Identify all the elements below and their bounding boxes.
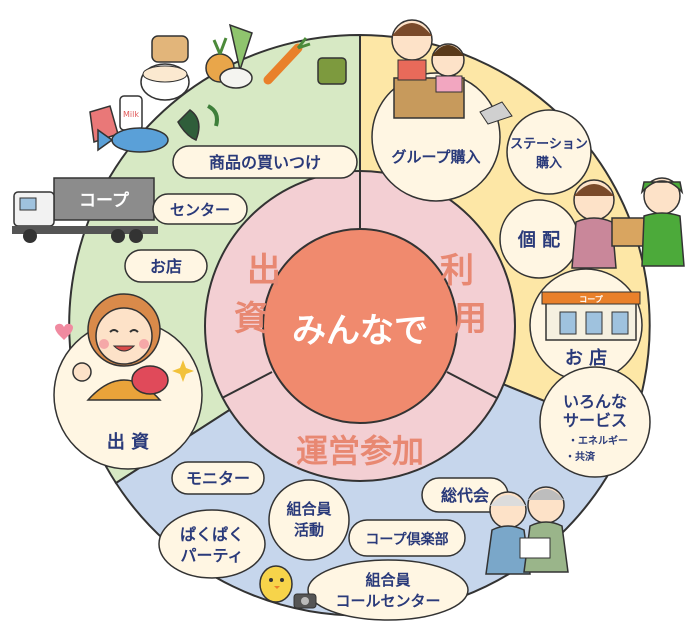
call-center-label-1: 組合員 <box>365 571 410 589</box>
elderly-couple-illustration <box>485 486 569 575</box>
invest-label: 出 資 <box>107 431 149 453</box>
activity-label-2: 活動 <box>294 521 324 539</box>
ring-label-invest-1: 出 <box>247 251 281 291</box>
call-center-label-2: コールセンター <box>335 592 440 610</box>
buying-bubble: 商品の買いつけ <box>172 145 358 179</box>
delivery-illustration <box>571 177 685 269</box>
activity-label-1: 組合員 <box>286 500 331 518</box>
station-label-2: 購入 <box>535 155 562 171</box>
heart-icon <box>55 323 73 340</box>
ring-label-use-2: 用 <box>453 299 487 339</box>
center-label: みんなで <box>292 311 428 351</box>
services-label-2: サービス <box>563 411 627 430</box>
general-meeting-label: 総代会 <box>441 486 489 505</box>
center-facility-label: センター <box>170 201 230 219</box>
ring-label-use-1: 利 <box>440 251 474 291</box>
station-bubble: ステーション 購入 <box>506 109 592 195</box>
shop-label: お 店 <box>565 347 607 369</box>
center-circle <box>262 228 458 424</box>
group-purchase-label: グループ購入 <box>391 148 480 166</box>
services-bubble: いろんな サービス ・エネルギー ・共済 <box>539 366 651 478</box>
shop-sign-label: コープ <box>579 294 604 304</box>
ring-label-invest-2: 資 <box>234 299 268 339</box>
svg-text:Milk: Milk <box>123 110 139 119</box>
chick-illustration <box>259 565 293 603</box>
ring-divider-right <box>446 371 498 399</box>
club-label: コープ倶楽部 <box>365 531 448 548</box>
center-bubble: センター <box>152 193 248 225</box>
truck-illustration <box>12 177 158 243</box>
party-label-1: ぱくぱく <box>180 525 244 544</box>
delivery-label: 個 配 <box>517 230 560 251</box>
general-meeting-bubble: 総代会 <box>421 477 509 513</box>
buying-label: 商品の買いつけ <box>209 153 321 172</box>
invest-bubble: 出 資 <box>53 293 203 470</box>
monitor-label: モニター <box>186 469 250 488</box>
delivery-bubble: 個 配 <box>499 199 579 279</box>
group-purchase-bubble: グループ購入 <box>371 19 513 202</box>
call-center-bubble: 組合員 コールセンター <box>307 559 469 621</box>
ring-label-participate: 運営参加 <box>296 432 424 470</box>
sparkle-icon <box>172 360 194 382</box>
service-item-energy: ・エネルギー <box>568 434 628 447</box>
club-bubble: コープ倶楽部 <box>348 519 466 557</box>
shop-bubble: コープ お 店 <box>529 268 643 382</box>
truck-label: コープ <box>79 190 130 211</box>
store-bubble-small: お店 <box>124 249 208 283</box>
party-bubble: ぱくぱく パーティ <box>158 509 266 579</box>
service-item-mutual-aid: ・共済 <box>565 450 596 463</box>
food-illustration: Milk <box>89 23 347 153</box>
services-label-1: いろんな <box>563 392 627 411</box>
monitor-bubble: モニター <box>171 461 265 495</box>
party-label-2: パーティ <box>180 546 243 565</box>
store-label-small: お店 <box>150 257 182 276</box>
ring-divider-left <box>221 371 273 399</box>
phone-icon <box>293 593 317 609</box>
station-label-1: ステーション <box>510 137 588 152</box>
activity-bubble: 組合員 活動 <box>268 479 350 561</box>
